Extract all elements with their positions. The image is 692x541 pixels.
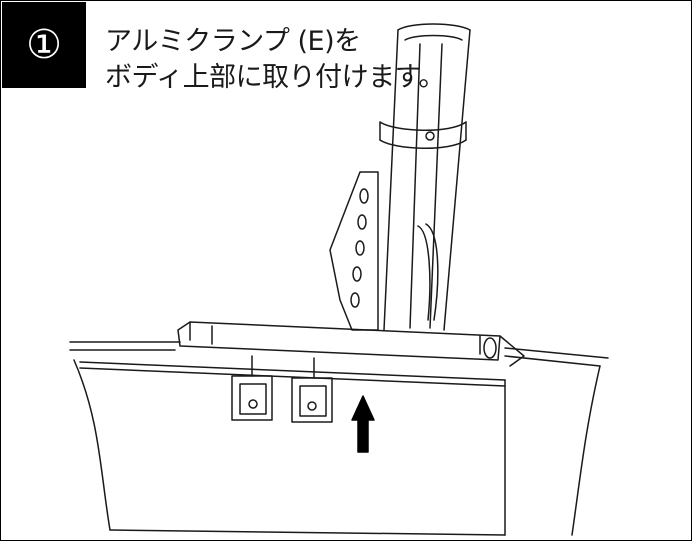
- body-top: [69, 341, 609, 536]
- spring-clip: [417, 223, 439, 321]
- vertical-pole: [379, 23, 471, 331]
- step-number: ①: [26, 22, 62, 68]
- mounting-clip-left: [231, 355, 273, 421]
- instruction-line-2: ボディ上部に取り付けます。: [105, 62, 445, 93]
- aluminum-clamp-bar: [177, 321, 525, 367]
- instruction-text: アルミクランプ (E)を ボディ上部に取り付けます。: [105, 24, 445, 96]
- step-number-badge: ①: [2, 2, 86, 88]
- side-bracket: [329, 171, 379, 331]
- up-arrow-icon: [351, 395, 375, 453]
- mounting-clip-right: [291, 357, 333, 423]
- instruction-line-1: アルミクランプ (E)を: [105, 26, 361, 57]
